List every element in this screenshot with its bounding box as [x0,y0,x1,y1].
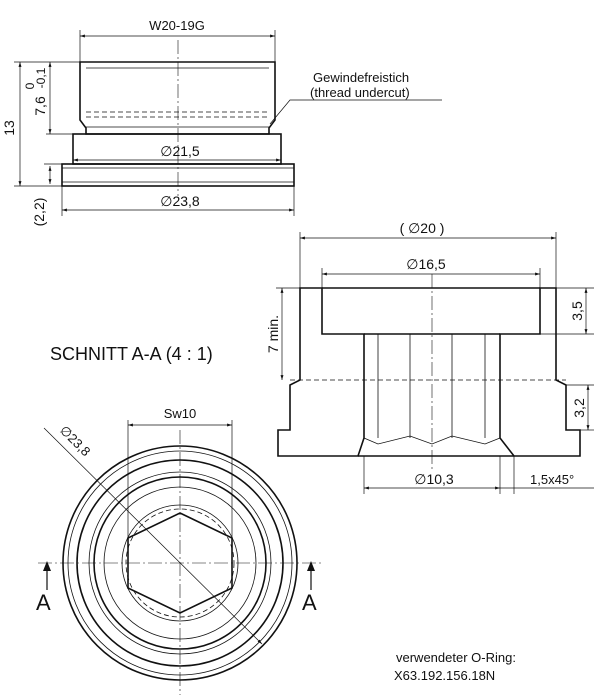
outer-diameter-dimension: ∅23,8 [57,423,94,460]
flange-height-dimension: (2,2) [31,198,47,227]
chamfer-dimension: 1,5x45° [530,472,574,487]
collar-diameter-dimension: ∅21,5 [160,143,200,159]
section-title: SCHNITT A-A (4 : 1) [50,344,213,364]
o-ring-note-line2: X63.192.156.18N [394,668,495,683]
counterbore-diameter-dimension: ∅16,5 [406,256,446,272]
thread-dimension: W20-19G [149,18,205,33]
thread-height-dimension: 7,6 [32,96,48,116]
section-mark-left: A [36,590,51,615]
thread-height-tol-lower: -0,1 [34,67,48,88]
section-mark-right: A [302,590,317,615]
groove-width-dimension: 3,2 [571,398,587,418]
undercut-label-de: Gewindefreistich [313,70,409,85]
side-view: W20-19G Gewindefreistich (thread undercu… [1,18,442,226]
hex-size-dimension: Sw10 [164,406,197,421]
thread-height-tol-upper: 0 [23,82,37,89]
flange-diameter-dimension: ∅23,8 [160,193,200,209]
total-height-dimension: 13 [1,120,17,136]
reference-diameter-dimension: ( ∅20 ) [400,220,445,236]
undercut-label-en: (thread undercut) [310,85,410,100]
counterbore-depth-dimension: 3,5 [569,301,585,321]
min-depth-dimension: 7 min. [265,315,281,353]
bottom-view: Sw10 ∅23,8 A A [36,406,322,695]
o-ring-note-line1: verwendeter O-Ring: [396,650,516,665]
bore-diameter-dimension: ∅10,3 [414,471,454,487]
section-view: SCHNITT A-A (4 : 1) ( ∅20 ) ∅16,5 ∅10,3 [50,220,594,494]
